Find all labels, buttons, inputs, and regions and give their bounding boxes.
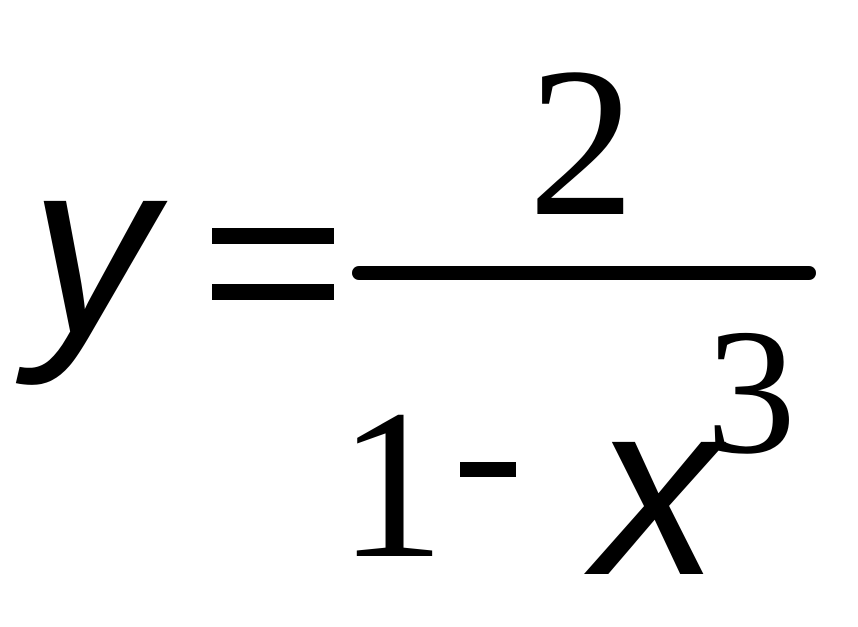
equals-bar-top <box>212 228 334 244</box>
math-formula: y 2 1 x 3 <box>30 24 816 613</box>
lhs-variable-y: y <box>30 107 155 386</box>
denominator-minus-sign <box>460 462 516 477</box>
denominator-variable-x: x <box>594 348 719 627</box>
denominator-constant: 1 <box>338 366 445 603</box>
denominator-exponent: 3 <box>706 292 796 491</box>
equals-bar-bottom <box>212 284 334 300</box>
numerator: 2 <box>528 24 635 261</box>
fraction-bar <box>352 266 816 280</box>
